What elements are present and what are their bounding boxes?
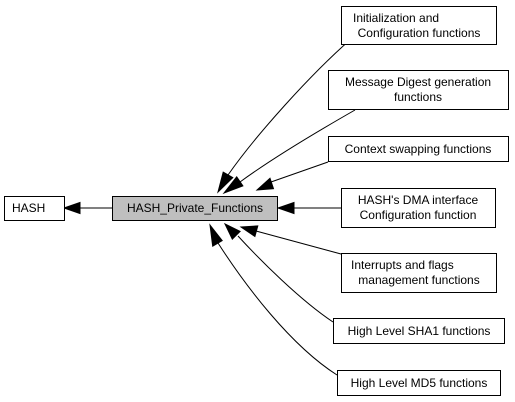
node-label-line: Interrupts and flags [351,258,454,272]
edge-md5-to-current [209,223,338,376]
node-hash-label: HASH [12,201,45,215]
edge-message-digest-to-current [222,109,356,195]
node-label-line: Context swapping functions [345,142,492,156]
node-hash[interactable]: HASH [4,196,65,221]
node-high-level-sha1-functions[interactable]: High Level SHA1 functions [333,318,505,344]
node-label-line: functions [394,90,442,104]
edge-interrupts-flags-to-current [239,225,342,255]
edge-sha1-to-current [223,222,334,323]
edge-context-swapping-to-current [255,161,329,191]
node-label-line: Configuration function [360,208,477,222]
node-message-digest-generation-functions[interactable]: Message Digest generation functions [328,70,509,110]
edge-init-config-to-current [217,38,352,194]
node-interrupts-flags-management-functions[interactable]: Interrupts and flags management function… [341,253,497,293]
node-high-level-md5-functions[interactable]: High Level MD5 functions [337,370,501,396]
node-label-line: HASH's DMA interface [358,193,479,207]
node-label-line: management functions [358,273,479,287]
node-label-line: Initialization and [353,11,439,25]
node-label-line: High Level SHA1 functions [348,324,491,338]
edges [62,38,356,376]
node-initialization-configuration-functions[interactable]: Initialization and Configuration functio… [341,6,497,45]
node-label-line: High Level MD5 functions [351,376,488,390]
edge-dma-interface-to-current [276,201,341,215]
node-current-label: HASH_Private_Functions [127,201,263,215]
node-hash-dma-interface-configuration-function[interactable]: HASH's DMA interface Configuration funct… [341,188,496,228]
node-label-line: Message Digest generation [345,75,491,89]
node-label-line: Configuration functions [358,26,481,40]
node-hash-private-functions: HASH_Private_Functions [112,196,278,221]
node-context-swapping-functions[interactable]: Context swapping functions [328,136,509,162]
edge-current-to-hash [62,201,112,215]
